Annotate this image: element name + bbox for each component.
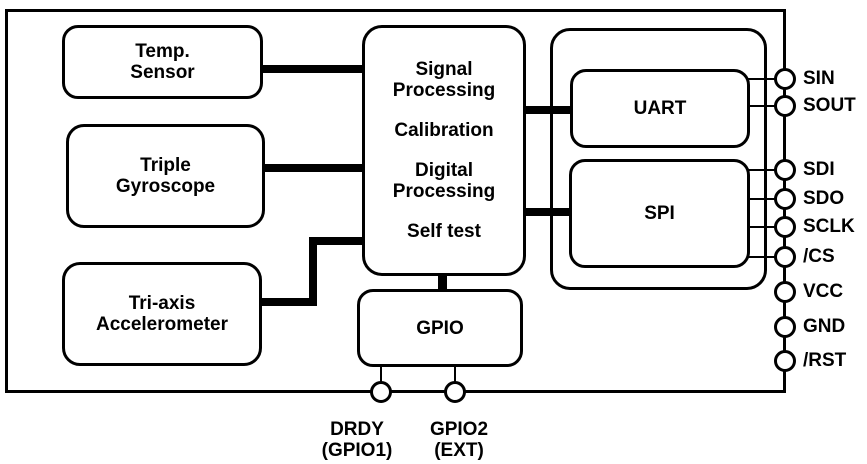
pin-sin [774, 68, 796, 90]
stub-gpio-to-gpio2 [454, 366, 456, 384]
stub-spi-to-sdo [747, 198, 777, 200]
pin-sdo [774, 188, 796, 210]
pin-label-sout: SOUT [803, 95, 856, 116]
pin-label-gnd: GND [803, 316, 846, 337]
tri-axis-accelerometer-block: Tri-axis Accelerometer [62, 262, 262, 366]
connector-accel-to-core-seg2 [309, 237, 317, 306]
core-item-digital-processing: Digital Processing [392, 160, 496, 202]
connector-core-to-uart [524, 106, 572, 114]
pin-cs [774, 246, 796, 268]
core-item-calibration: Calibration [394, 120, 494, 141]
stub-spi-to-sdi [747, 169, 777, 171]
triple-gyroscope-block: Triple Gyroscope [66, 124, 265, 228]
pin-sout [774, 95, 796, 117]
connector-temp-to-core [262, 65, 364, 73]
core-processing-block: Signal Processing Calibration Digital Pr… [362, 25, 526, 276]
connector-gyro-to-core [264, 164, 364, 172]
pin-rst [774, 350, 796, 372]
core-item-self-test: Self test [407, 221, 481, 242]
pin-label-sin: SIN [803, 68, 835, 89]
pin-vcc [774, 281, 796, 303]
pin-label-vcc: VCC [803, 281, 844, 302]
pin-label-cs: /CS [803, 246, 835, 267]
pin-drdy [370, 381, 392, 403]
connector-accel-to-core-seg3 [309, 237, 364, 245]
stub-uart-to-sin [747, 78, 777, 80]
connector-core-to-gpio [438, 274, 447, 292]
pin-label-sdi: SDI [803, 159, 835, 180]
pin-gpio2 [444, 381, 466, 403]
pin-label-rst: /RST [803, 350, 847, 371]
stub-spi-to-cs [747, 256, 777, 258]
pin-label-sclk: SCLK [803, 216, 855, 237]
temp-sensor-block: Temp. Sensor [62, 25, 263, 99]
connector-accel-to-core-seg1 [261, 298, 317, 306]
stub-gpio-to-drdy [380, 366, 382, 384]
core-item-signal-processing: Signal Processing [392, 59, 496, 101]
pin-label-gpio2: GPIO2 (EXT) [429, 419, 489, 461]
pin-label-drdy: DRDY (GPIO1) [321, 419, 393, 461]
spi-block: SPI [569, 159, 750, 268]
pin-label-sdo: SDO [803, 188, 845, 209]
connector-core-to-spi [524, 208, 571, 216]
pin-sdi [774, 159, 796, 181]
pin-gnd [774, 316, 796, 338]
gpio-block: GPIO [357, 289, 523, 367]
pin-sclk [774, 216, 796, 238]
stub-spi-to-sclk [747, 226, 777, 228]
uart-block: UART [570, 69, 750, 148]
stub-uart-to-sout [747, 105, 777, 107]
